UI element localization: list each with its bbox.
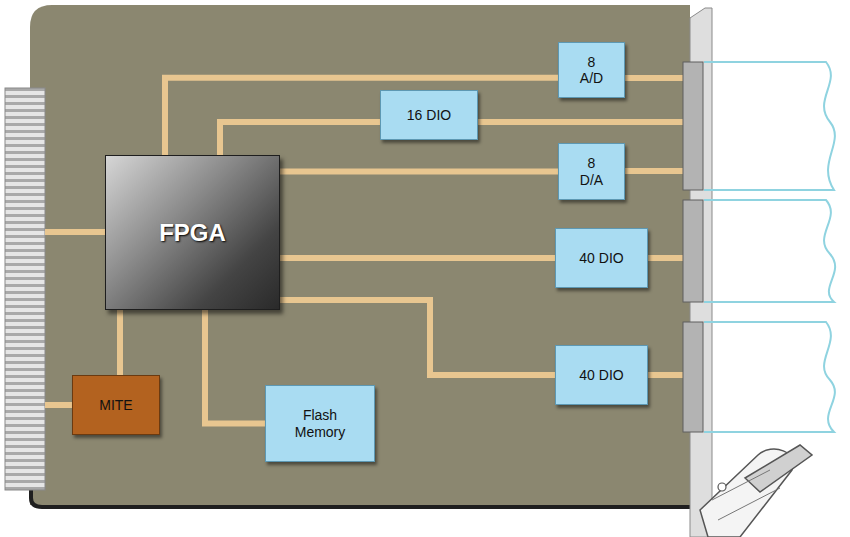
bus-wire [280,169,558,175]
component-label: Flash Memory [285,407,355,439]
dio-chip: 16 DIO [380,90,478,140]
board-edge-shadow [31,470,690,507]
bracket-latch [700,445,812,537]
component-label: 8 D/A [577,155,607,187]
dio-chip: 40 DIO [555,345,648,405]
trace [477,119,684,125]
bus-wire [205,310,265,424]
component-label: 8 A/D [577,54,607,86]
circuit-board [30,5,690,505]
trace [647,255,684,261]
bus-interface-chip: MITE [72,375,160,435]
cables [704,62,835,432]
trace [624,168,684,174]
latch-screw [718,483,726,491]
component-label: FPGA [159,219,226,247]
component-label: 40 DIO [579,367,623,383]
memory-chip: Flash Memory [265,385,375,462]
cable [704,200,835,302]
dio-chip: 40 DIO [555,228,648,288]
latch-arm [745,445,812,492]
io-connector [683,322,703,432]
converter-chip: 8 D/A [558,143,625,200]
board-traces [45,78,684,405]
edge-connector [5,88,45,490]
bus-wire [280,255,555,261]
io-connector [683,200,703,302]
io-connector [683,62,703,190]
bus-wire [117,310,123,375]
converter-chip: 8 A/D [558,42,625,98]
bus-wire [280,300,555,375]
cable [704,322,835,432]
component-label: MITE [99,397,132,413]
trace [45,229,106,235]
bus-wire [165,78,558,155]
component-label: 40 DIO [579,250,623,266]
latch-detail [712,470,780,520]
trace [624,75,684,81]
trace [647,372,684,378]
cable [704,62,835,190]
component-label: 16 DIO [407,107,451,123]
bus-wire [220,122,380,155]
trace [45,402,73,408]
fpga-chip: FPGA [105,155,280,310]
